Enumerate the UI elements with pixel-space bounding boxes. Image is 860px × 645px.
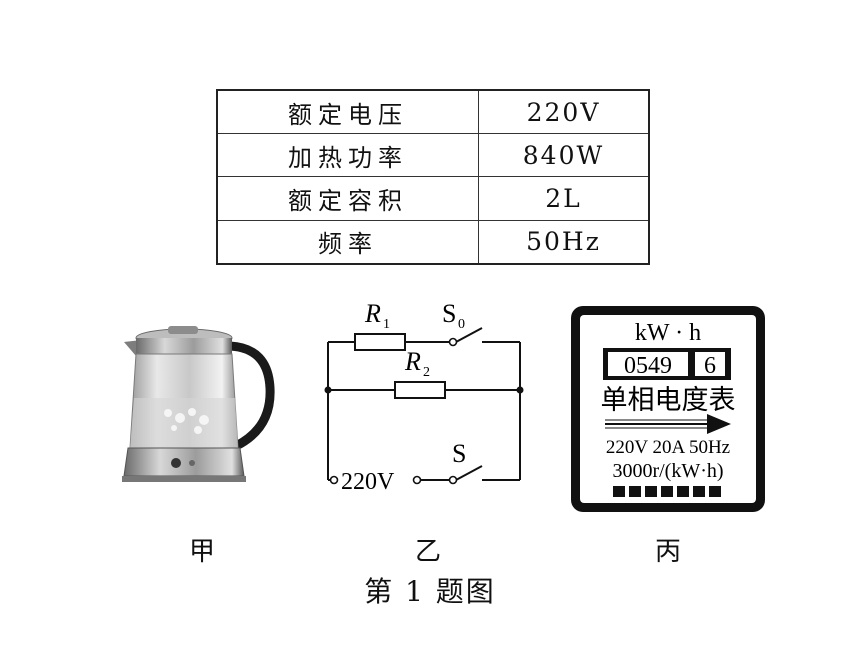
rotation-arrow-icon [605,414,731,434]
spec-value: 2L [478,176,650,221]
resistor-r2 [394,381,446,399]
electricity-meter: kW · h 0549 6 单相电度表 220V 20A 50Hz 3000r/… [571,306,765,512]
r2-label: R [404,347,421,376]
spec-key: 额定电压 [216,89,479,135]
meter-name: 单相电度表 [601,385,736,415]
terminal-right [412,475,422,485]
figure-title: 第 1 题图 [364,575,496,608]
meter-rating: 220V 20A 50Hz [606,437,730,458]
s0-subscript: 0 [458,317,465,332]
resistor-r1 [354,333,406,351]
spec-value: 50Hz [478,219,650,265]
source-voltage-label: 220V [341,469,395,495]
s0-label: S [442,299,456,328]
table-row: 频率 50Hz [216,219,650,265]
kettle-illustration [122,326,275,482]
spec-value: 220V [478,89,650,135]
r1-label: R [364,299,381,328]
caption-yi: 乙 [414,537,441,567]
table-row: 加热功率 840W [216,133,650,178]
s-label: S [452,439,466,468]
circuit-diagram: R 1 S 0 R 2 S 220V [324,299,524,495]
r2-subscript: 2 [423,365,430,380]
spec-value: 840W [478,133,650,178]
caption-jia: 甲 [188,537,215,567]
caption-bing: 丙 [654,537,681,567]
spec-key: 额定容积 [216,176,479,221]
meter-reading: 0549 [624,353,672,379]
switch-s [455,465,483,481]
spec-key: 频率 [216,219,479,265]
table-row: 额定容积 2L [216,176,650,221]
table-row: 额定电压 220V [216,89,650,135]
meter-constant: 3000r/(kW·h) [612,460,723,482]
meter-reading-decimal: 6 [704,353,716,379]
spec-table: 额定电压 220V 加热功率 840W 额定容积 2L 频率 50Hz [216,89,650,265]
meter-unit: kW · h [635,320,701,346]
meter-indicator-strip [613,486,721,497]
terminal-left [329,475,339,485]
spec-key: 加热功率 [216,133,479,178]
switch-s0 [455,327,483,343]
r1-subscript: 1 [383,317,390,332]
